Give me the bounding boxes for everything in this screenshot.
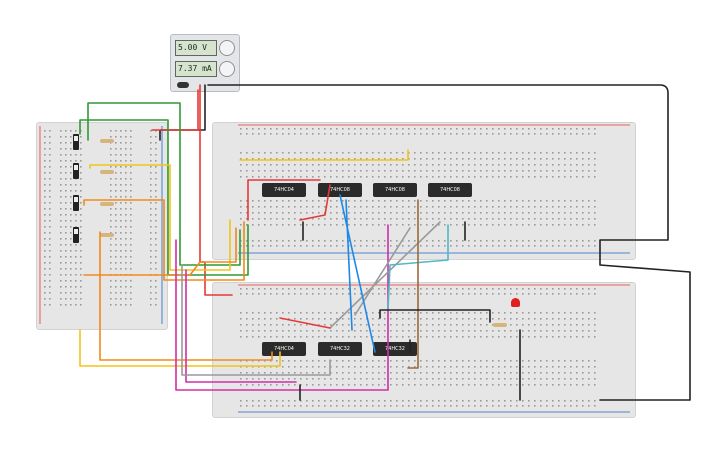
chip-top-3[interactable]: 74HC08	[373, 183, 417, 197]
power-supply[interactable]: 5.00 V 7.37 mA	[170, 34, 240, 92]
toggle-switch-1[interactable]	[73, 134, 79, 150]
resistor-1[interactable]	[100, 139, 114, 143]
chip-bottom-1[interactable]: 74HC04	[262, 342, 306, 356]
toggle-switch-3[interactable]	[73, 195, 79, 211]
voltage-readout: 5.00 V	[175, 40, 217, 56]
toggle-switch-2[interactable]	[73, 163, 79, 179]
chip-bottom-3[interactable]: 74HC32	[373, 342, 417, 356]
current-readout: 7.37 mA	[175, 61, 217, 77]
resistor-2[interactable]	[100, 170, 114, 174]
chip-top-1[interactable]: 74HC04	[262, 183, 306, 197]
resistor-led[interactable]	[493, 323, 507, 327]
power-switch[interactable]	[177, 82, 189, 88]
toggle-switch-4[interactable]	[73, 227, 79, 243]
current-knob[interactable]	[219, 61, 235, 77]
breadboard-small[interactable]	[36, 122, 168, 330]
led[interactable]	[511, 298, 520, 307]
resistor-4[interactable]	[100, 233, 114, 237]
chip-bottom-2[interactable]: 74HC32	[318, 342, 362, 356]
chip-top-4[interactable]: 74HC08	[428, 183, 472, 197]
resistor-3[interactable]	[100, 202, 114, 206]
voltage-knob[interactable]	[219, 40, 235, 56]
